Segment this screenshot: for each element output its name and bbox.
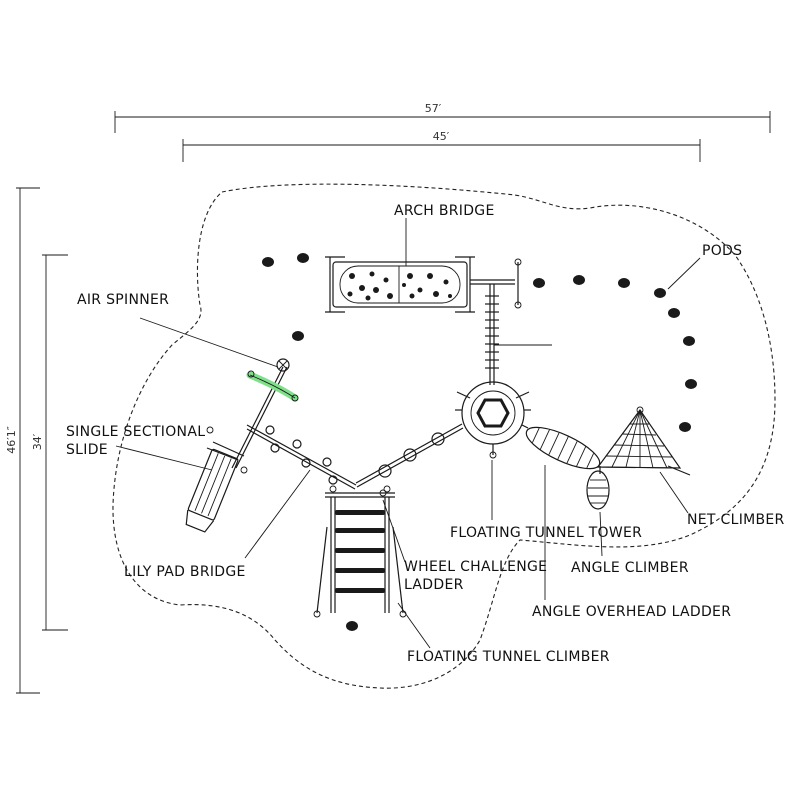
dimension-height-outer: 46′1″	[5, 187, 40, 694]
net-climber	[596, 406, 691, 476]
wheel-challenge-ladder	[355, 423, 464, 497]
pod	[679, 422, 691, 432]
dimension-57-label: 57′	[425, 102, 442, 115]
labels: ARCH BRIDGE PODS AIR SPINNER SINGLE SECT…	[66, 203, 785, 665]
lily-pad	[301, 458, 311, 468]
tunnel-rung	[335, 548, 385, 553]
pod	[292, 331, 304, 341]
pod	[683, 336, 695, 346]
lily-pad	[328, 475, 338, 485]
label-single-sectional-slide-line2: SLIDE	[66, 442, 108, 458]
air-spinner	[231, 358, 299, 469]
tunnel-rung	[335, 568, 385, 573]
angle-climber	[586, 466, 610, 510]
label-wheel-challenge-ladder-line1: WHEEL CHALLENGE	[404, 559, 547, 575]
label-floating-tunnel-climber: FLOATING TUNNEL CLIMBER	[407, 649, 610, 665]
label-floating-tunnel-tower: FLOATING TUNNEL TOWER	[450, 525, 642, 541]
lily-pad	[322, 457, 332, 467]
wheel	[431, 432, 445, 446]
arch-bridge-connector	[470, 258, 522, 309]
label-wheel-challenge-ladder-line2: LADDER	[404, 577, 464, 593]
tunnel-rung	[335, 510, 385, 515]
lily-pad	[265, 425, 275, 435]
dimension-46-label: 46′1″	[5, 426, 18, 454]
pod	[573, 275, 585, 285]
dimension-height-inner: 34′	[31, 254, 68, 631]
pod	[297, 253, 309, 263]
label-single-sectional-slide-line1: SINGLE SECTIONAL	[66, 424, 205, 440]
floating-tunnel-tower	[455, 381, 531, 459]
angle-overhead-ladder	[521, 424, 601, 470]
wheel	[378, 464, 392, 478]
label-arch-bridge: ARCH BRIDGE	[394, 203, 495, 219]
tunnel-rung	[335, 588, 385, 593]
pod	[654, 288, 666, 298]
floating-tunnel-climber	[313, 485, 407, 618]
pod	[618, 278, 630, 288]
leader-lines	[115, 218, 701, 649]
single-sectional-slide	[185, 426, 248, 533]
lily-pad-bridge	[246, 424, 357, 490]
dimension-45-label: 45′	[433, 130, 450, 143]
pod	[685, 379, 697, 389]
pods	[262, 253, 697, 631]
net-mesh	[605, 409, 673, 469]
dimension-34-label: 34′	[31, 433, 44, 450]
pod	[346, 621, 358, 631]
safety-zone-boundary	[112, 183, 776, 689]
label-net-climber: NET CLIMBER	[687, 512, 785, 528]
lily-pad	[292, 439, 302, 449]
arch-bridge-holds	[347, 271, 452, 301]
pod	[262, 257, 274, 267]
label-pods: PODS	[702, 243, 742, 259]
spine-rungs	[485, 295, 499, 369]
lily-pad	[270, 443, 280, 453]
dimension-width-inner: 45′	[182, 130, 701, 162]
wheel	[403, 448, 417, 462]
label-angle-overhead-ladder: ANGLE OVERHEAD LADDER	[532, 604, 731, 620]
pod	[668, 308, 680, 318]
dimension-width-outer: 57′	[114, 102, 771, 133]
label-angle-climber: ANGLE CLIMBER	[571, 560, 689, 576]
pod	[533, 278, 545, 288]
label-lily-pad-bridge: LILY PAD BRIDGE	[124, 564, 246, 580]
label-air-spinner: AIR SPINNER	[77, 292, 169, 308]
center-spine-ladder	[485, 284, 552, 385]
arch-bridge	[325, 256, 475, 313]
tunnel-rung	[335, 528, 385, 533]
